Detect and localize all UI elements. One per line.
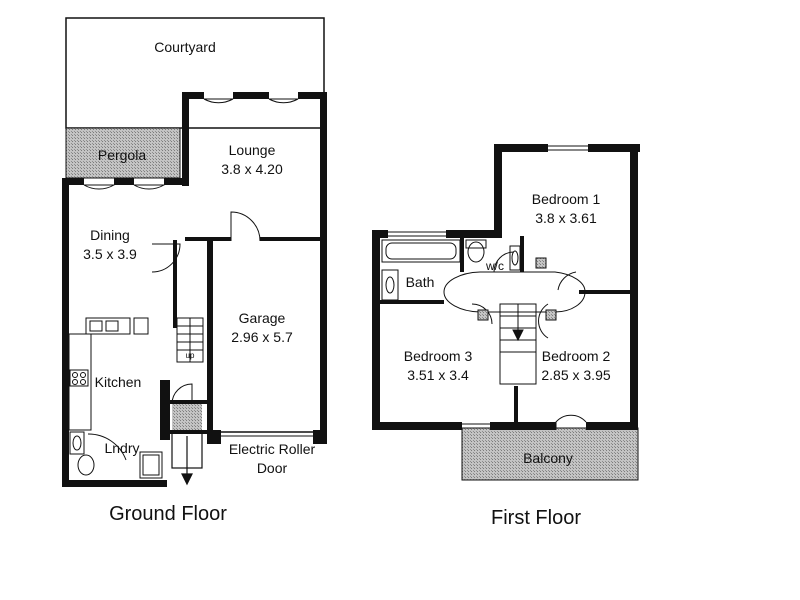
garage-internal-door (230, 211, 261, 242)
bath-label: Bath (406, 274, 435, 290)
kitchen-fittings (68, 317, 149, 431)
ground-stairs (176, 317, 204, 363)
lounge-size: 3.8 x 4.20 (221, 161, 283, 177)
wc-label: w/c (485, 259, 504, 273)
ground-floor-plan (62, 17, 327, 487)
lounge-label: Lounge (229, 142, 276, 158)
entrance-hatch (172, 404, 202, 430)
upper-door-swings (471, 271, 587, 430)
first-stairs (499, 303, 537, 385)
laundry-fittings (69, 431, 163, 479)
cupboards (477, 257, 557, 321)
courtyard-area (65, 17, 325, 129)
bedroom2-label: Bedroom 2 (542, 348, 611, 364)
garage-size: 2.96 x 5.7 (231, 329, 293, 345)
ground-walls (62, 92, 327, 487)
first-walls (372, 144, 640, 430)
bath-fittings (381, 239, 521, 301)
courtyard-label: Courtyard (154, 39, 215, 55)
roller-door-label-line1: Electric Roller (229, 441, 316, 457)
ground-floor-title: Ground Floor (109, 503, 227, 525)
bedroom3-label: Bedroom 3 (404, 348, 473, 364)
landing-outline (443, 271, 586, 313)
entrance-arrow (171, 431, 203, 486)
bedroom1-label: Bedroom 1 (532, 191, 601, 207)
dining-french-doors (83, 184, 166, 190)
bedroom2-size: 2.85 x 3.95 (541, 367, 610, 383)
dining-size: 3.5 x 3.9 (83, 246, 137, 262)
pergola-label: Pergola (98, 147, 146, 163)
dining-label: Dining (90, 227, 130, 243)
lounge-french-doors (203, 98, 299, 104)
bedroom1-size: 3.8 x 3.61 (535, 210, 597, 226)
bedroom3-size: 3.51 x 3.4 (407, 367, 469, 383)
balcony-area (461, 427, 639, 481)
garage-label: Garage (239, 310, 286, 326)
kitchen-label: Kitchen (95, 374, 142, 390)
laundry-label: Lndry (104, 440, 139, 456)
first-floor-plan (372, 144, 640, 481)
stair-up-mark: up (186, 351, 195, 360)
balcony-label: Balcony (523, 450, 573, 466)
roller-door-label-line2: Door (257, 460, 288, 476)
first-floor-title: First Floor (491, 507, 581, 529)
dining-door (151, 243, 181, 273)
